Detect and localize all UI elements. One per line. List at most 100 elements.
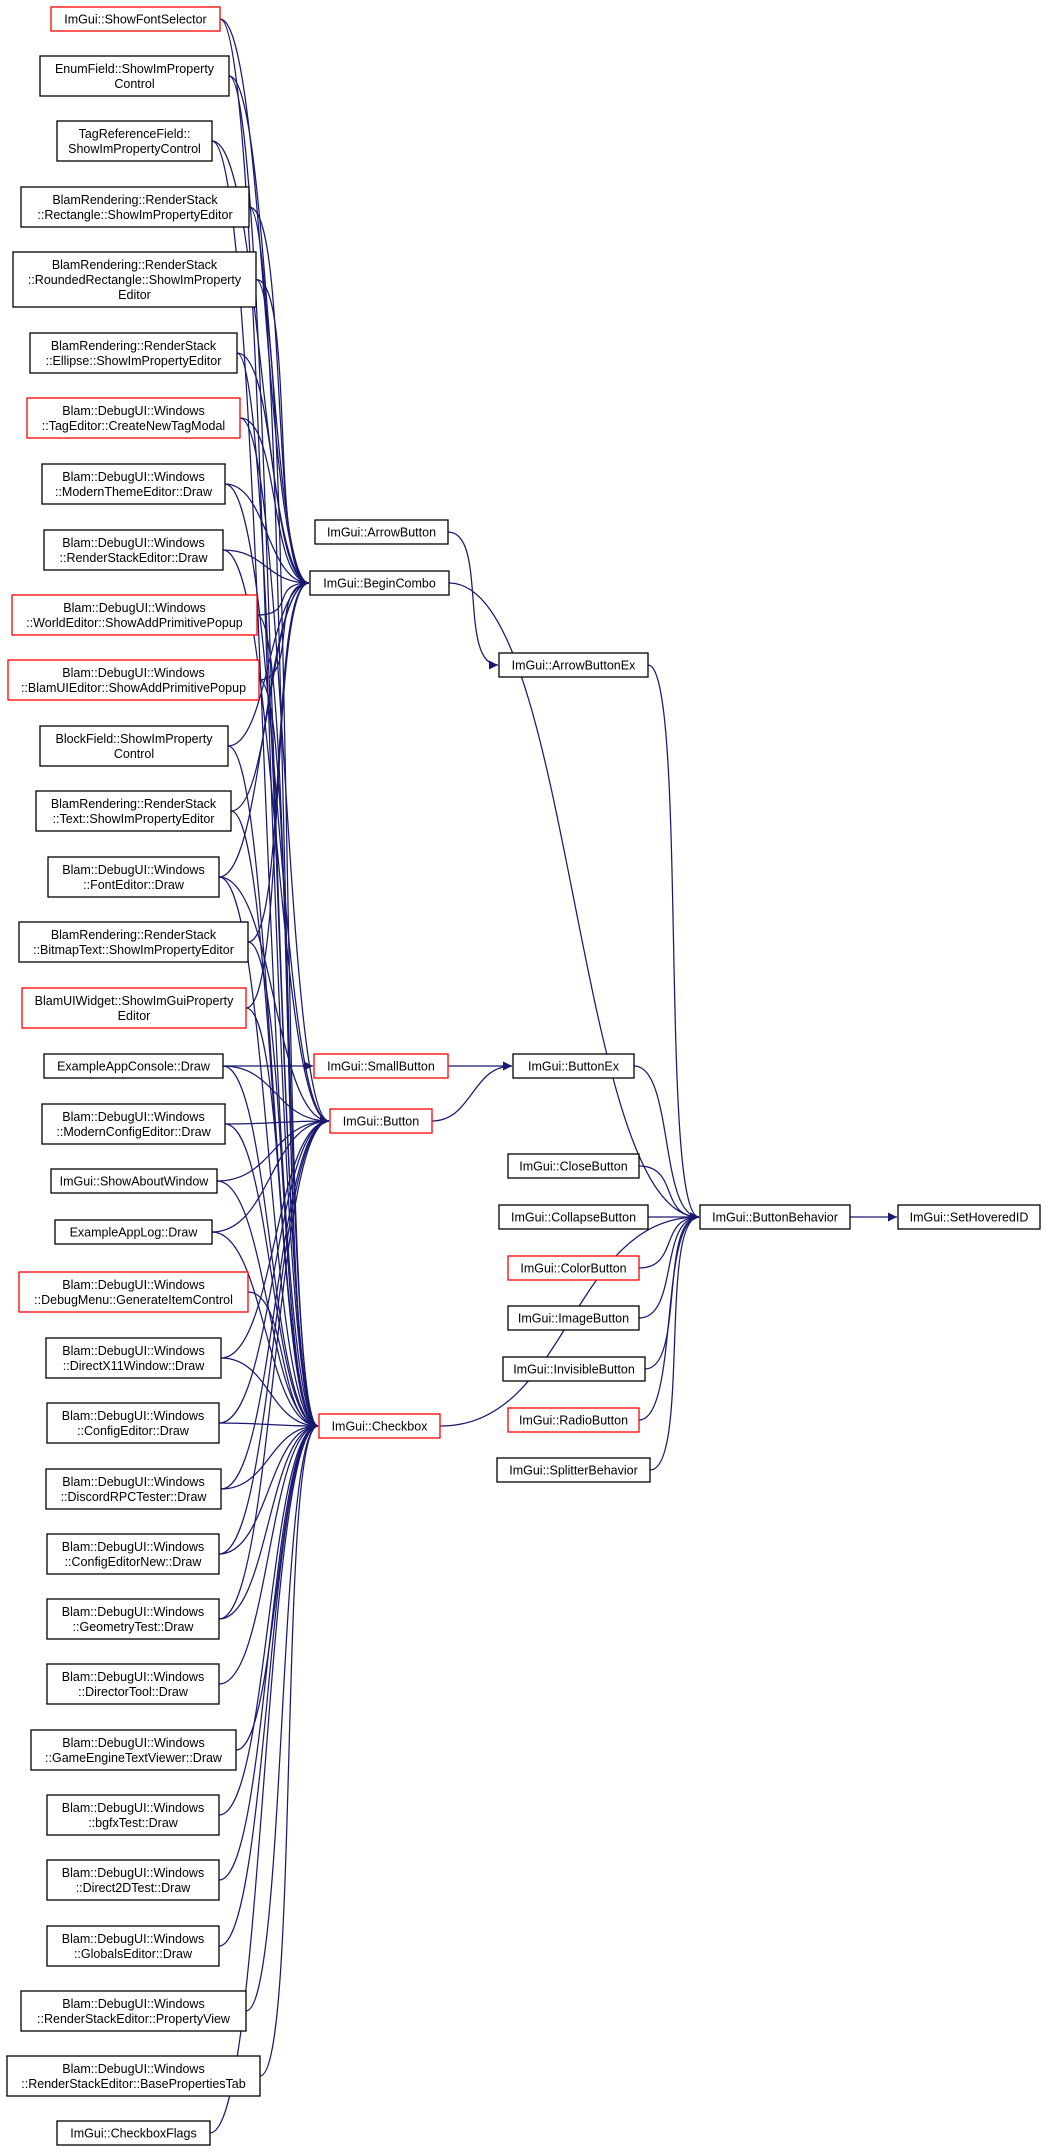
node-checkbox-flags[interactable]: ImGui::CheckboxFlags — [56, 2120, 211, 2146]
node-tag-editor-modal[interactable]: Blam::DebugUI::Windows::TagEditor::Creat… — [26, 397, 241, 439]
node-button-behavior[interactable]: ImGui::ButtonBehavior — [699, 1204, 851, 1230]
node-label: ImGui::ShowFontSelector — [64, 13, 206, 27]
node-font-editor[interactable]: Blam::DebugUI::Windows::FontEditor::Draw — [47, 856, 220, 898]
node-label: ::TagEditor::CreateNewTagModal — [42, 419, 225, 433]
node-collapse-button[interactable]: ImGui::CollapseButton — [498, 1204, 649, 1230]
node-box — [314, 519, 449, 545]
node-example-app-console[interactable]: ExampleAppConsole::Draw — [43, 1053, 224, 1079]
node-discord-rpc-tester[interactable]: Blam::DebugUI::Windows::DiscordRPCTester… — [45, 1468, 222, 1510]
node-modern-config-editor[interactable]: Blam::DebugUI::Windows::ModernConfigEdit… — [41, 1103, 226, 1145]
node-show-font-selector[interactable]: ImGui::ShowFontSelector — [50, 6, 221, 32]
node-directx11-window[interactable]: Blam::DebugUI::Windows::DirectX11Window:… — [45, 1337, 222, 1379]
node-label: ::DebugMenu::GenerateItemControl — [34, 1293, 233, 1307]
node-debug-menu[interactable]: Blam::DebugUI::Windows::DebugMenu::Gener… — [18, 1271, 249, 1313]
node-arrow-button[interactable]: ImGui::ArrowButton — [314, 519, 449, 545]
node-box — [309, 570, 450, 596]
node-rs-ellipse[interactable]: BlamRendering::RenderStack::Ellipse::Sho… — [29, 332, 238, 374]
node-box — [507, 1305, 640, 1331]
node-label: ::GeometryTest::Draw — [73, 1620, 195, 1634]
node-rse-base-properties-tab[interactable]: Blam::DebugUI::Windows::RenderStackEdito… — [6, 2055, 261, 2097]
node-label: ::FontEditor::Draw — [83, 878, 185, 892]
node-label: BlamRendering::RenderStack — [52, 193, 218, 207]
node-label: Control — [114, 747, 154, 761]
node-label: ::bgfxTest::Draw — [88, 1816, 179, 1830]
edge-font-editor-to-checkbox — [218, 876, 319, 1431]
node-label: ImGui::BeginCombo — [323, 577, 436, 591]
node-button-ex[interactable]: ImGui::ButtonEx — [512, 1053, 635, 1079]
node-box — [56, 120, 213, 162]
node-render-stack-editor-draw[interactable]: Blam::DebugUI::Windows::RenderStackEdito… — [43, 529, 224, 571]
edge-config-editor-new-to-checkbox — [218, 1421, 319, 1555]
node-config-editor-new[interactable]: Blam::DebugUI::Windows::ConfigEditorNew:… — [46, 1533, 220, 1575]
node-label: ImGui::Checkbox — [332, 1420, 429, 1434]
node-box — [507, 1153, 640, 1179]
node-box — [20, 1990, 247, 2032]
node-radio-button[interactable]: ImGui::RadioButton — [507, 1407, 640, 1433]
node-example-app-log[interactable]: ExampleAppLog::Draw — [54, 1219, 213, 1245]
node-direct2d-test[interactable]: Blam::DebugUI::Windows::Direct2DTest::Dr… — [46, 1859, 220, 1901]
node-rs-rounded-rectangle[interactable]: BlamRendering::RenderStack::RoundedRecta… — [12, 251, 257, 308]
node-label: ::DiscordRPCTester::Draw — [61, 1490, 208, 1504]
node-arrow-button-ex[interactable]: ImGui::ArrowButtonEx — [498, 652, 649, 678]
edge-director-tool-to-checkbox — [218, 1421, 319, 1685]
node-label: ::GlobalsEditor::Draw — [74, 1947, 193, 1961]
node-box — [35, 790, 232, 832]
node-label: BlamRendering::RenderStack — [52, 258, 218, 272]
node-game-engine-text-viewer[interactable]: Blam::DebugUI::Windows::GameEngineTextVi… — [30, 1729, 237, 1771]
node-button[interactable]: ImGui::Button — [329, 1108, 433, 1134]
edge-config-editor-to-checkbox — [218, 1421, 319, 1431]
node-config-editor[interactable]: Blam::DebugUI::Windows::ConfigEditor::Dr… — [46, 1402, 220, 1444]
node-geometry-test[interactable]: Blam::DebugUI::Windows::GeometryTest::Dr… — [46, 1598, 220, 1640]
node-close-button[interactable]: ImGui::CloseButton — [507, 1153, 640, 1179]
node-world-editor-popup[interactable]: Blam::DebugUI::Windows::WorldEditor::Sho… — [11, 594, 258, 636]
node-modern-theme-editor[interactable]: Blam::DebugUI::Windows::ModernThemeEdito… — [41, 463, 226, 505]
node-label: ::Ellipse::ShowImPropertyEditor — [46, 354, 222, 368]
node-begin-combo[interactable]: ImGui::BeginCombo — [309, 570, 450, 596]
edge-line — [220, 1421, 319, 1490]
edge-line — [224, 1116, 330, 1126]
node-label: Blam::DebugUI::Windows — [62, 1801, 204, 1815]
node-box — [699, 1204, 851, 1230]
node-globals-editor[interactable]: Blam::DebugUI::Windows::GlobalsEditor::D… — [46, 1925, 220, 1967]
node-box — [43, 529, 224, 571]
node-rs-bitmap-text[interactable]: BlamRendering::RenderStack::BitmapText::… — [18, 921, 249, 963]
node-blamui-editor-popup[interactable]: Blam::DebugUI::Windows::BlamUIEditor::Sh… — [7, 659, 260, 701]
edge-line — [216, 1116, 330, 1182]
node-tag-reference-field[interactable]: TagReferenceField::ShowImPropertyControl — [56, 120, 213, 162]
node-set-hovered-id[interactable]: ImGui::SetHoveredID — [897, 1204, 1041, 1230]
edge-render-stack-editor-draw-to-begin-combo — [222, 549, 310, 588]
node-bgfx-test[interactable]: Blam::DebugUI::Windows::bgfxTest::Draw — [46, 1794, 220, 1836]
edge-line — [218, 876, 319, 1431]
node-show-about-window[interactable]: ImGui::ShowAboutWindow — [50, 1168, 218, 1194]
node-director-tool[interactable]: Blam::DebugUI::Windows::DirectorTool::Dr… — [46, 1663, 220, 1705]
node-box — [39, 725, 229, 767]
edge-line — [245, 578, 310, 1009]
edge-line — [245, 1007, 319, 1431]
node-checkbox[interactable]: ImGui::Checkbox — [318, 1413, 441, 1439]
node-small-button[interactable]: ImGui::SmallButton — [313, 1053, 449, 1079]
node-invisible-button[interactable]: ImGui::InvisibleButton — [502, 1356, 646, 1382]
node-box — [29, 332, 238, 374]
node-box — [498, 652, 649, 678]
node-image-button[interactable]: ImGui::ImageButton — [507, 1305, 640, 1331]
node-rs-rectangle[interactable]: BlamRendering::RenderStack::Rectangle::S… — [20, 186, 250, 228]
edge-blamui-editor-popup-to-checkbox — [258, 679, 319, 1431]
node-enum-field[interactable]: EnumField::ShowImPropertyControl — [39, 55, 230, 97]
node-label: ImGui::CollapseButton — [511, 1211, 636, 1225]
node-rs-text[interactable]: BlamRendering::RenderStack::Text::ShowIm… — [35, 790, 232, 832]
edge-line — [258, 578, 310, 681]
edge-line — [220, 1116, 330, 1490]
node-box — [7, 659, 260, 701]
node-splitter-behavior[interactable]: ImGui::SplitterBehavior — [496, 1457, 651, 1483]
node-box — [46, 1663, 220, 1705]
edge-image-button-to-button-behavior — [638, 1212, 700, 1319]
node-color-button[interactable]: ImGui::ColorButton — [507, 1255, 640, 1281]
node-label: ::Direct2DTest::Draw — [76, 1881, 192, 1895]
node-block-field[interactable]: BlockField::ShowImPropertyControl — [39, 725, 229, 767]
node-label: Blam::DebugUI::Windows — [62, 1278, 204, 1292]
node-label: ::RoundedRectangle::ShowImProperty — [28, 273, 242, 287]
node-rse-property-view[interactable]: Blam::DebugUI::Windows::RenderStackEdito… — [20, 1990, 247, 2032]
node-box — [46, 1925, 220, 1967]
edge-line — [255, 278, 319, 1431]
